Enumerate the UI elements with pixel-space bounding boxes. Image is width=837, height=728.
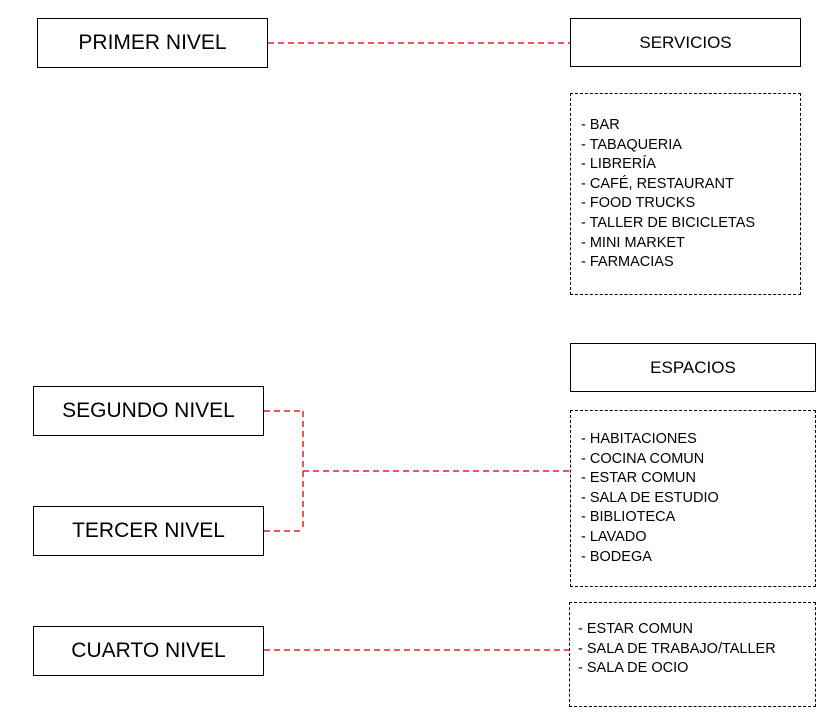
servicios-list-box: - BAR - TABAQUERIA - LIBRERÍA - CAFÉ, RE… [570,93,801,295]
espacios-list-box: - HABITACIONES - COCINA COMUN - ESTAR CO… [570,410,816,587]
list-item: - SALA DE TRABAJO/TALLER [578,640,776,657]
servicios-heading-box: SERVICIOS [570,18,801,67]
list-item: - TABAQUERIA [581,136,682,153]
primer-nivel-label: PRIMER NIVEL [78,31,227,54]
list-item: - BIBLIOTECA [581,509,676,526]
cuarto-list-box: - ESTAR COMUN - SALA DE TRABAJO/TALLER -… [569,602,816,707]
list-item: - SALA DE OCIO [578,660,689,677]
servicios-list: - BAR - TABAQUERIA - LIBRERÍA - CAFÉ, RE… [581,116,800,273]
cuarto-nivel-box: CUARTO NIVEL [33,626,264,676]
list-item: - CAFÉ, RESTAURANT [581,175,734,192]
list-item: - ESTAR COMUN [581,470,696,487]
espacios-list: - HABITACIONES - COCINA COMUN - ESTAR CO… [581,430,815,567]
cuarto-list: - ESTAR COMUN - SALA DE TRABAJO/TALLER -… [578,620,815,679]
tercer-nivel-box: TERCER NIVEL [33,506,264,556]
espacios-heading-box: ESPACIOS [570,343,816,392]
espacios-heading: ESPACIOS [650,357,736,377]
list-item: - LAVADO [581,528,647,545]
primer-nivel-box: PRIMER NIVEL [37,18,268,68]
segundo-nivel-label: SEGUNDO NIVEL [62,399,235,422]
list-item: - HABITACIONES [581,431,697,447]
servicios-heading: SERVICIOS [639,32,732,52]
list-item: - SALA DE ESTUDIO [581,489,719,506]
list-item: - ESTAR COMUN [578,621,693,637]
list-item: - BAR [581,117,620,133]
list-item: - MINI MARKET [581,234,685,251]
segundo-nivel-box: SEGUNDO NIVEL [33,386,264,436]
list-item: - TALLER DE BICICLETAS [581,214,756,231]
list-item: - LIBRERÍA [581,156,656,173]
tercer-nivel-label: TERCER NIVEL [72,519,225,542]
list-item: - FOOD TRUCKS [581,195,696,212]
list-item: - BODEGA [581,548,652,565]
list-item: - COCINA COMUN [581,450,705,467]
cuarto-nivel-label: CUARTO NIVEL [71,639,226,662]
list-item: - FARMACIAS [581,254,674,271]
